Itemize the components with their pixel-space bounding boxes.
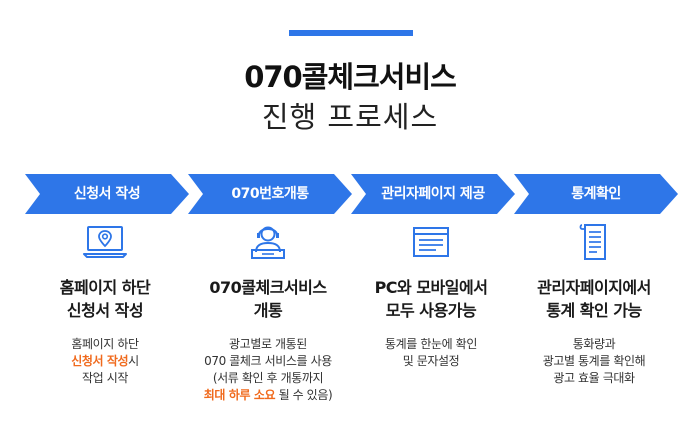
step-1-description: 홈페이지 하단 신청서 작성시 작업 시작 [71,337,139,385]
step-4-description: 통화량과 광고별 통계를 확인해 광고 효율 극대화 [542,337,646,385]
step-4-heading: 관리자페이지에서 통계 확인 가능 [537,278,651,320]
laptop-location-icon [25,222,185,266]
step-4-arrow: 통계확인 [514,174,678,214]
top-accent-bar [289,30,413,36]
step-1-label: 신청서 작성 [73,186,141,202]
process-steps: 신청서 작성 070번호개통 관리자페이지 제공 통계확인 [25,174,685,214]
step-3-heading: PC와 모바일에서 모두 사용가능 [374,278,488,320]
highlight-text: 최대 하루 소요 [203,388,276,402]
step-2-arrow: 070번호개통 [188,174,352,214]
highlight-text: 신청서 작성 [71,354,129,368]
step-4-label: 통계확인 [571,186,621,202]
step-1-arrow: 신청서 작성 [25,174,189,214]
step-3-arrow: 관리자페이지 제공 [351,174,515,214]
operator-headset-icon [188,222,348,266]
step-2-label: 070번호개통 [231,186,309,202]
step-1-heading: 홈페이지 하단 신청서 작성 [59,278,151,320]
document-list-icon [514,222,674,266]
page-subtitle: 진행 프로세스 [261,100,439,134]
step-3-label: 관리자페이지 제공 [381,186,485,202]
step-2-description: 광고별로 개통된 070 콜체크 서비스를 사용 (서류 확인 후 개통까지 최… [203,337,333,402]
browser-window-icon [351,222,511,266]
step-3-description: 통계를 한눈에 확인 및 문자설정 [385,337,477,368]
page-title: 070콜체크서비스 [244,60,457,94]
step-2-heading: 070콜체크서비스 개통 [209,278,327,320]
